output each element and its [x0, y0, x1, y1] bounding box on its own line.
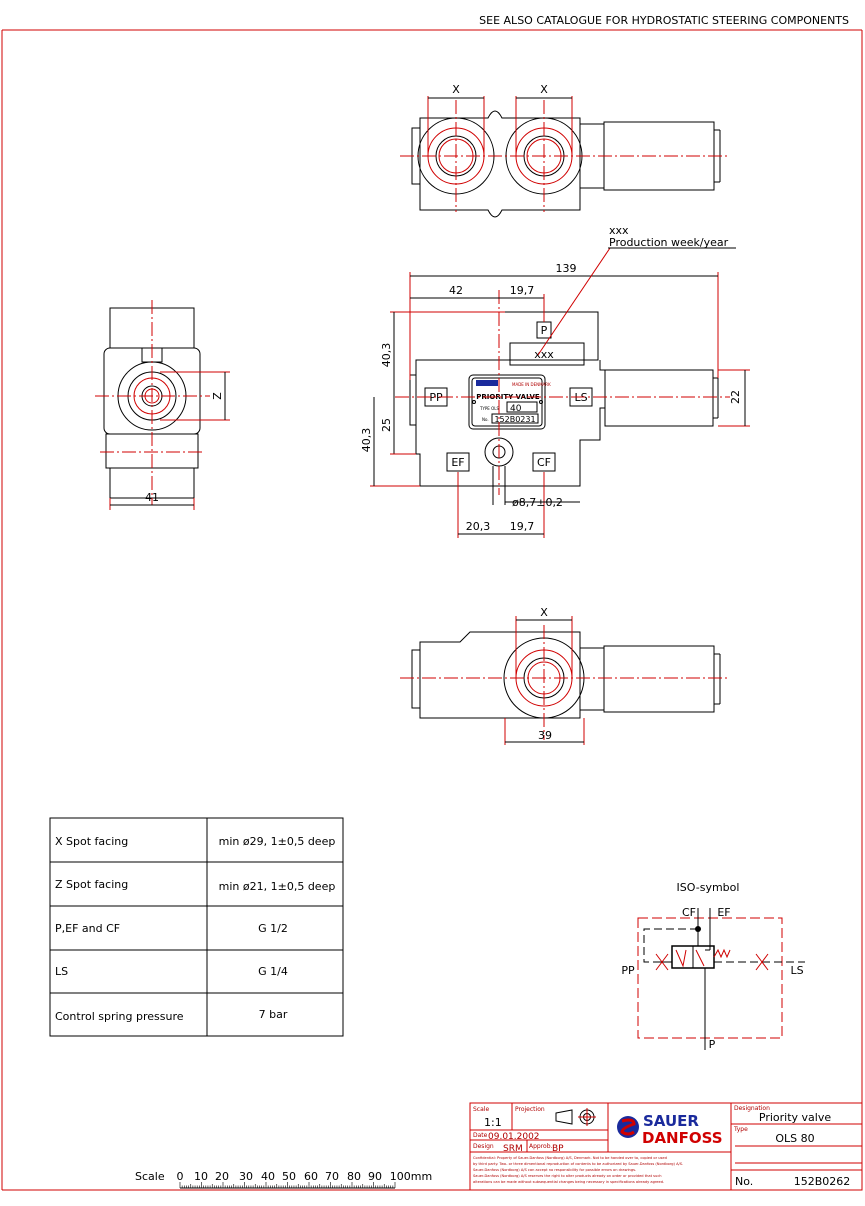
confidential-line: alterations can be made without subseque…	[473, 1180, 664, 1184]
bottom-view: X 39	[400, 606, 730, 745]
scale-tick-label: 90	[368, 1170, 382, 1183]
dim-40-3-top: 40,3	[380, 343, 393, 368]
nameplate-type-label: TYPE OLS	[479, 406, 499, 411]
marking-on-part: xxx	[534, 348, 554, 361]
dim-40-3-bottom: 40,3	[360, 428, 373, 453]
iso-p: P	[709, 1038, 716, 1051]
confidential-line: by third party. Two- or three dimentiona…	[473, 1162, 683, 1166]
number-label: No.	[735, 1175, 753, 1188]
iso-pp: PP	[621, 964, 635, 977]
type-label: Type	[733, 1126, 748, 1133]
approb-value: BP	[552, 1144, 564, 1154]
spec-row-label: Control spring pressure	[55, 1010, 184, 1023]
scale-tick-label: 60	[304, 1170, 318, 1183]
marking-label: Production week/year	[609, 236, 729, 249]
iso-cf: CF	[682, 906, 696, 919]
nameplate-logo	[476, 380, 498, 386]
confidential-line: Confidential: Property of Sauer-Danfoss …	[473, 1156, 667, 1160]
nameplate-no-value: 152B0231	[494, 415, 535, 424]
scale-bar-label: Scale	[135, 1170, 165, 1183]
dim-41: 41	[145, 491, 159, 504]
designation-value: Priority valve	[759, 1111, 831, 1124]
spec-row-label: LS	[55, 965, 68, 978]
projection-label: Projection	[515, 1106, 545, 1113]
scale-tick-label: 70	[325, 1170, 339, 1183]
dim-x-bottom: X	[540, 606, 548, 619]
dim-22: 22	[729, 390, 742, 404]
sauer-danfoss-logo: SAUER DANFOSS	[617, 1112, 723, 1147]
scale-value: 1:1	[484, 1116, 502, 1129]
spec-row-value: min ø29, 1±0,5 deep	[219, 835, 336, 848]
dim-x-left: X	[452, 83, 460, 96]
designation-label: Designation	[734, 1105, 770, 1112]
port-p-label: P	[541, 324, 548, 337]
nameplate-made-in: MADE IN DENMARK	[512, 382, 551, 387]
dim-19-7-bottom: 19,7	[510, 520, 535, 533]
dim-139: 139	[556, 262, 577, 275]
design-value: SRM	[503, 1144, 523, 1154]
title-block: Scale 1:1 Projection Date 09.01.2002 Des…	[469, 1102, 863, 1191]
scale-tick-label: 50	[282, 1170, 296, 1183]
nameplate-no-label: No.	[482, 417, 489, 422]
scale-tick-label: 0	[177, 1170, 184, 1183]
spec-row-label: Z Spot facing	[55, 878, 128, 891]
dim-hole-diameter: ø8,7±0,2	[512, 496, 563, 509]
spec-row-value: G 1/2	[258, 922, 288, 935]
scale-tick-label: 30	[239, 1170, 253, 1183]
nameplate: MADE IN DENMARK PRIORITY VALVE TYPE OLS …	[468, 374, 551, 430]
spec-row-value: 7 bar	[259, 1008, 288, 1021]
confidential-line: Sauer-Danfoss (Nordborg) A/S can accept …	[473, 1168, 636, 1172]
date-value: 09.01.2002	[488, 1132, 540, 1142]
front-view: P xxx PP LS EF CF MADE IN DENMARK PRIORI…	[360, 224, 750, 538]
logo-line1: SAUER	[643, 1112, 699, 1130]
design-label: Design	[473, 1143, 494, 1150]
scale-tick-label: 100mm	[390, 1170, 432, 1183]
scale-tick-label: 10	[194, 1170, 208, 1183]
marking-code: xxx	[609, 224, 629, 237]
dim-z: Z	[211, 392, 224, 400]
iso-ls: LS	[790, 964, 803, 977]
dim-39: 39	[538, 729, 552, 742]
scale-label: Scale	[473, 1106, 489, 1113]
side-view: Z 41	[95, 300, 230, 510]
iso-title: ISO-symbol	[677, 881, 740, 894]
dim-42: 42	[449, 284, 463, 297]
spec-row-value: G 1/4	[258, 965, 288, 978]
confidential-line: Sauer-Danfoss (Nordborg) A/S reserves th…	[473, 1174, 662, 1178]
scale-tick-label: 80	[347, 1170, 361, 1183]
spec-table: X Spot facing min ø29, 1±0,5 deep Z Spot…	[49, 817, 344, 1037]
spec-row-label: P,EF and CF	[55, 922, 120, 935]
port-cf-label: CF	[537, 456, 551, 469]
dim-19-7-top: 19,7	[510, 284, 535, 297]
dim-20-3: 20,3	[466, 520, 491, 533]
iso-symbol: ISO-symbol CF EF PP LS P	[621, 881, 805, 1051]
approb-label: Approb.	[529, 1143, 553, 1150]
scale-bar: Scale 0 10 20 30 40 50 60 70 80 90 100mm	[135, 1170, 432, 1189]
dim-25: 25	[380, 418, 393, 432]
scale-tick-label: 20	[215, 1170, 229, 1183]
number-value: 152B0262	[794, 1175, 851, 1188]
header-note: SEE ALSO CATALOGUE FOR HYDROSTATIC STEER…	[479, 14, 849, 27]
scale-tick-label: 40	[261, 1170, 275, 1183]
type-value: OLS 80	[775, 1132, 814, 1145]
date-label: Date	[473, 1132, 488, 1139]
port-ef-label: EF	[451, 456, 464, 469]
projection-icon	[555, 1108, 596, 1126]
spec-row-label: X Spot facing	[55, 835, 128, 848]
dim-x-right: X	[540, 83, 548, 96]
port-pp-label: PP	[429, 391, 443, 404]
iso-ef: EF	[717, 906, 730, 919]
spec-row-value: min ø21, 1±0,5 deep	[219, 880, 336, 893]
nameplate-type-value: 40	[510, 404, 522, 414]
top-view: X X	[400, 83, 730, 218]
logo-line2: DANFOSS	[642, 1129, 723, 1147]
